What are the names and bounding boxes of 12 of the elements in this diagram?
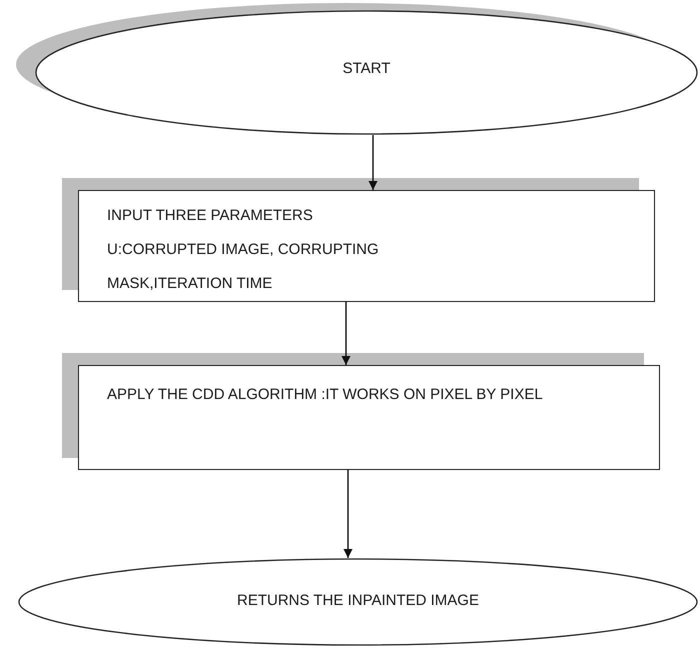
process-box	[78, 365, 660, 470]
terminal-ellipse	[18, 558, 698, 646]
process-box	[78, 190, 655, 302]
arrow	[344, 470, 352, 558]
node-text: INPUT THREE PARAMETERS	[107, 206, 314, 226]
node-text: RETURNS THE INPAINTED IMAGE	[236, 591, 480, 611]
arrow	[368, 135, 378, 190]
node-text: APPLY THE CDD ALGORITHM :IT WORKS ON PIXEL BY PIXEL	[107, 385, 544, 405]
node-text: START	[342, 59, 392, 79]
arrow	[342, 302, 350, 365]
terminal-ellipse	[35, 10, 698, 135]
node-text: U:CORRUPTED IMAGE, CORRUPTING MASK,ITERATION TIME	[107, 240, 380, 294]
